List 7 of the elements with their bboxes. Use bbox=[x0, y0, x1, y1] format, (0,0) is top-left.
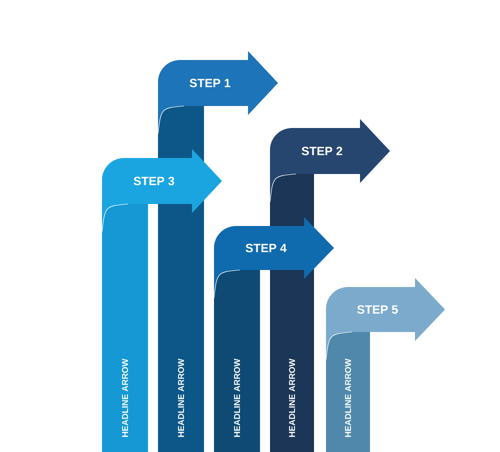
arrow-stem: HEADLINE ARROW bbox=[102, 199, 148, 452]
arrow-head: STEP 2 bbox=[270, 119, 390, 202]
arrow-head: STEP 1 bbox=[158, 51, 278, 134]
arrow-head: STEP 3 bbox=[102, 149, 222, 232]
arrow-stem: HEADLINE ARROW bbox=[326, 327, 370, 452]
arrow-stem: HEADLINE ARROW bbox=[214, 265, 260, 452]
arrow-head: STEP 4 bbox=[214, 217, 334, 298]
